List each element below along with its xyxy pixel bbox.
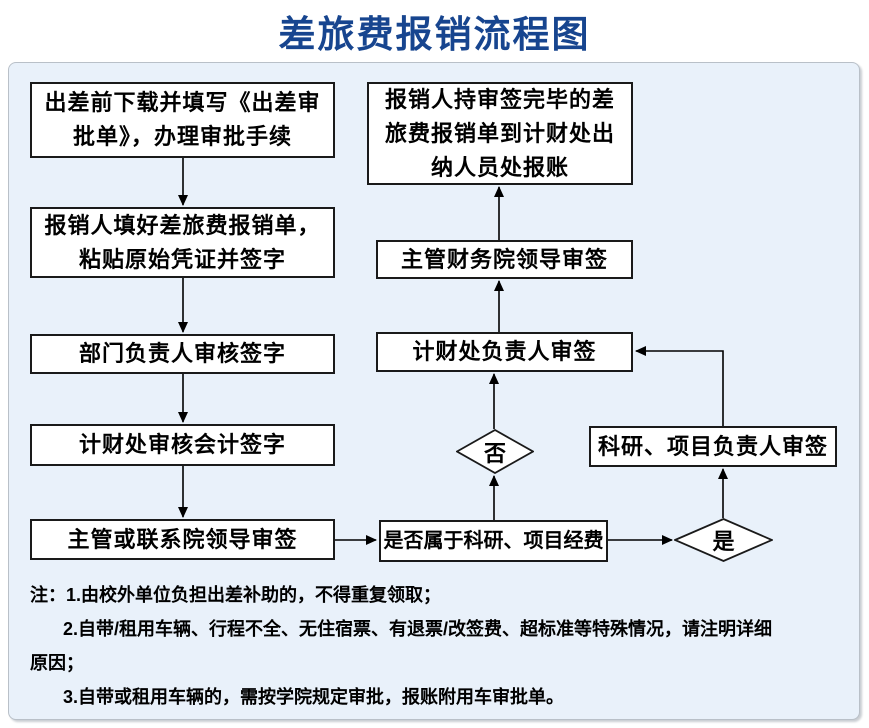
node-step4: 计财处审核会计签字 [30, 424, 335, 466]
decision-no-diamond: 否 [456, 429, 534, 474]
page-title: 差旅费报销流程图 [278, 15, 591, 56]
node-decision-funds: 是否属于科研、项目经费 [379, 520, 608, 562]
diamond-shape [674, 518, 773, 562]
node-step3: 部门负责人审核签字 [30, 334, 335, 374]
node-step2-label: 报销人填好差旅费报销单， 粘贴原始凭证并签字 [44, 212, 321, 272]
node-step5-label: 主管或联系院领导审签 [67, 526, 298, 552]
decision-no-label: 否 [483, 440, 506, 466]
node-step5: 主管或联系院领导审签 [30, 519, 335, 560]
node-step6-label: 计财处负责人审签 [412, 339, 597, 364]
footnote-line-1: 注：1.由校外单位负担出差补助的，不得重复领取； [30, 585, 442, 605]
decision-yes-label: 是 [712, 529, 735, 554]
node-step2: 报销人填好差旅费报销单， 粘贴原始凭证并签字 [30, 207, 335, 278]
node-step6: 计财处负责人审签 [376, 332, 633, 372]
node-decision-funds-label: 是否属于科研、项目经费 [383, 530, 604, 552]
diamond-shape [456, 429, 534, 474]
node-step-project-label: 科研、项目负责人审签 [597, 433, 828, 459]
decision-yes-diamond: 是 [674, 518, 773, 562]
node-step7: 主管财务院领导审签 [376, 240, 633, 279]
node-step4-label: 计财处审核会计签字 [78, 432, 286, 457]
footnote-line-3: 原因； [30, 653, 84, 673]
footnotes: 注：1.由校外单位负担出差补助的，不得重复领取； 2.自带/租用车辆、行程不全、… [30, 578, 842, 714]
node-step1-label: 出差前下载并填写《出差审 批单》，办理审批手续 [44, 90, 321, 149]
node-step8: 报销人持审签完毕的差 旅费报销单到计财处出 纳人员处报账 [367, 82, 633, 185]
footnote-line-4: 3.自带或租用车辆的，需按学院规定审批，报账附用车审批单。 [63, 687, 565, 707]
node-step8-label: 报销人持审签完毕的差 旅费报销单到计财处出 纳人员处报账 [384, 86, 615, 180]
footnote-line-2: 2.自带/租用车辆、行程不全、无住宿票、有退票/改签费、超标准等特殊情况，请注明… [63, 619, 773, 639]
node-step-project: 科研、项目负责人审签 [589, 426, 837, 467]
node-step7-label: 主管财务院领导审签 [400, 246, 608, 272]
node-step3-label: 部门负责人审核签字 [78, 341, 286, 366]
node-step1: 出差前下载并填写《出差审 批单》，办理审批手续 [30, 82, 335, 158]
